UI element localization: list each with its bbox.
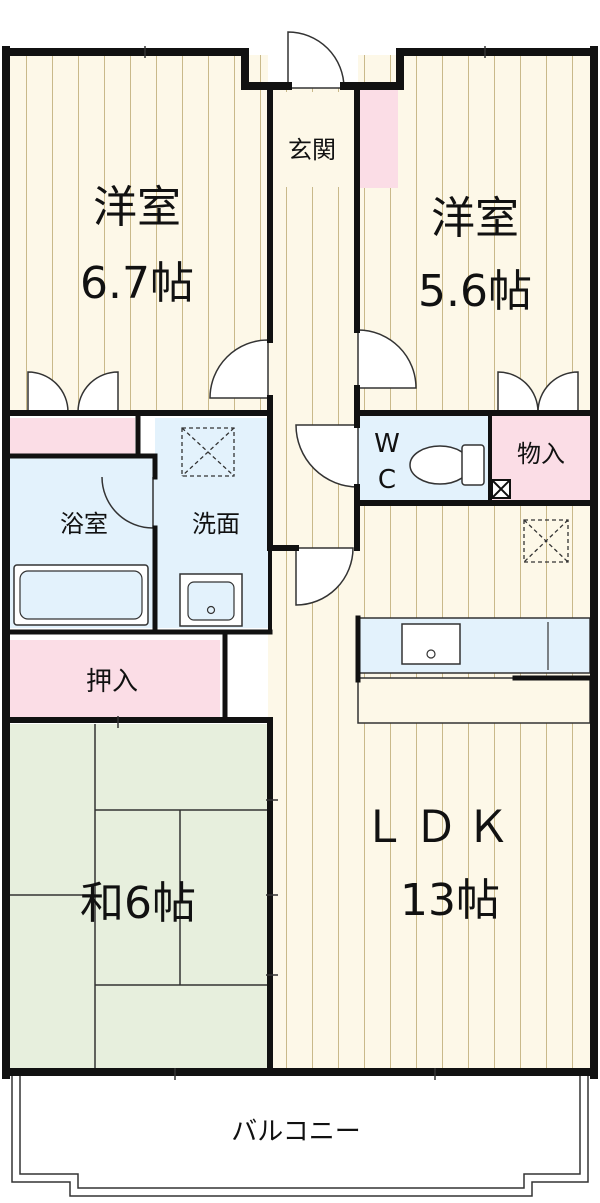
balcony <box>11 1076 589 1197</box>
kitchen-bar <box>357 677 591 724</box>
pipe-shaft-icon <box>491 479 511 499</box>
western-room-1-name: 洋室 <box>93 182 181 233</box>
ventilation-icon <box>523 519 569 563</box>
washroom-label: 洗面 <box>192 510 240 538</box>
wash-basin <box>179 573 243 627</box>
wc-label-w: W <box>374 429 400 459</box>
balcony-label: バルコニー <box>231 1117 360 1147</box>
ventilation-icon <box>181 427 235 477</box>
oshiire-floor <box>10 640 220 718</box>
shoe-storage <box>358 88 398 188</box>
western-room-1-size: 6.7帖 <box>80 258 194 309</box>
tatami-lines <box>10 724 268 1070</box>
closet-storage-top <box>10 418 135 456</box>
sliding-marks <box>117 46 486 1080</box>
japanese-room-label: 和6帖 <box>80 878 196 929</box>
entrance-label: 玄関 <box>288 136 336 164</box>
closet-label: 押入 <box>86 667 138 697</box>
bathtub <box>13 564 149 626</box>
ldk-size: 13帖 <box>400 875 500 926</box>
bath-label: 浴室 <box>60 510 108 538</box>
storage-label: 物入 <box>517 440 565 468</box>
kitchen-sink <box>401 622 549 670</box>
western-room-2-size: 5.6帖 <box>418 266 532 317</box>
toilet <box>409 444 485 486</box>
wc-label-c: C <box>378 465 396 495</box>
ldk-name: ＬＤＫ <box>362 802 518 853</box>
doors <box>27 31 579 606</box>
entrance-floor <box>272 92 356 187</box>
japanese-room-floor <box>10 724 268 1070</box>
western-room-2-name: 洋室 <box>431 193 519 244</box>
western-room-1-floor <box>10 55 268 413</box>
kitchen-counter <box>357 617 591 674</box>
walls <box>2 46 598 1079</box>
